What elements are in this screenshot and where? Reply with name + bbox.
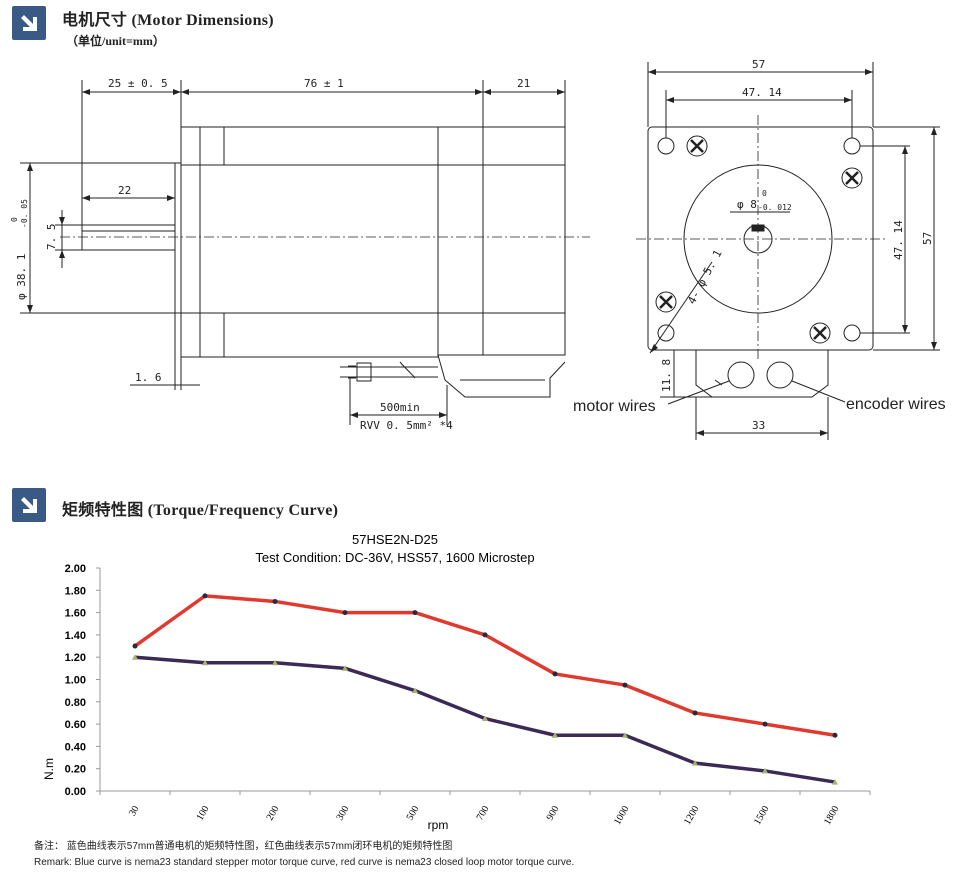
- dim-cable-spec: RVV 0. 5mm² *4: [360, 419, 453, 432]
- data-point: [272, 598, 278, 604]
- x-tick-label: 1000: [612, 804, 632, 827]
- chart-subtitle: Test Condition: DC-36V, HSS57, 1600 Micr…: [255, 550, 534, 565]
- y-tick-label: 2.00: [65, 563, 86, 575]
- arrow-down-right-icon: [12, 488, 46, 522]
- data-point: [622, 682, 628, 688]
- x-tick-label: 100: [195, 804, 212, 822]
- data-point: [202, 659, 208, 666]
- y-tick-label: 0.00: [65, 786, 86, 798]
- dim-cable-length: 500min: [380, 401, 420, 414]
- dim-shaft-tol-top: 0: [762, 189, 767, 198]
- dim-flange-thickness: 1. 6: [135, 371, 162, 384]
- dim-boss-tol-bottom: -0. 05: [20, 199, 29, 228]
- dim-hole-pitch: 47. 14: [742, 86, 782, 99]
- x-tick-label: 1200: [682, 804, 702, 827]
- x-axis-label: rpm: [428, 818, 449, 832]
- encoder-wires-label: encoder wires: [846, 396, 946, 413]
- data-point: [272, 659, 278, 666]
- arrow-down-right-icon: [12, 6, 46, 40]
- dim-encoder-length: 21: [517, 77, 530, 90]
- dim-side-pitch: 47. 14: [892, 220, 905, 260]
- dim-shaft-diameter: φ 8: [737, 198, 757, 211]
- x-tick-label: 500: [405, 804, 422, 822]
- data-point: [342, 610, 348, 616]
- data-point: [482, 715, 488, 722]
- motor-drawing: 25 ± 0. 5 76 ± 1 21 22 1. 6 500min RVV 0…: [10, 58, 946, 440]
- data-point: [342, 665, 348, 671]
- x-tick-label: 200: [265, 804, 282, 822]
- data-point: [202, 593, 208, 599]
- x-tick-label: 30: [127, 804, 142, 818]
- y-tick-label: 1.40: [65, 630, 86, 642]
- y-tick-label: 1.80: [65, 585, 86, 597]
- note-english: Remark: Blue curve is nema23 standard st…: [34, 857, 575, 868]
- y-tick-label: 0.40: [65, 741, 86, 753]
- dim-box-height: 11. 8: [660, 359, 673, 392]
- data-point: [552, 671, 558, 677]
- chart-notes: 备注： 蓝色曲线表示57mm普通电机的矩频特性图，红色曲线表示57mm闭环电机的…: [34, 838, 574, 872]
- data-point: [762, 767, 768, 774]
- motor-wires-label: motor wires: [573, 398, 656, 415]
- dim-side-width: 57: [921, 232, 934, 245]
- dim-body-length: 76 ± 1: [304, 77, 344, 90]
- dim-boss-tol-top: 0: [10, 217, 19, 222]
- data-point: [762, 721, 768, 727]
- y-axis-label: N.m: [42, 758, 56, 780]
- dim-width: 57: [752, 58, 765, 71]
- y-tick-label: 0.80: [65, 697, 86, 709]
- dim-boss-diameter: φ 38. 1: [15, 254, 28, 300]
- data-point: [832, 779, 838, 785]
- y-tick-label: 1.00: [65, 675, 86, 687]
- torque-title: 矩频特性图 (Torque/Frequency Curve): [62, 502, 339, 519]
- dim-shaft-flat: 22: [118, 184, 131, 197]
- data-point: [132, 654, 138, 660]
- data-point: [832, 732, 838, 738]
- dimensions-subtitle: （单位/unit=mm）: [66, 34, 165, 48]
- y-tick-label: 0.20: [65, 764, 86, 776]
- dim-shaft-length: 25 ± 0. 5: [108, 77, 168, 90]
- data-point: [692, 760, 698, 766]
- dim-mounting-holes: 4- φ 5. 1: [685, 248, 724, 307]
- data-point: [412, 610, 418, 616]
- data-point: [132, 643, 138, 649]
- dim-flat-height: 7. 5: [45, 224, 58, 251]
- y-tick-label: 0.60: [65, 719, 86, 731]
- torque-header: 矩频特性图 (Torque/Frequency Curve): [12, 488, 338, 522]
- x-tick-label: 900: [545, 804, 562, 822]
- data-point: [622, 732, 628, 738]
- data-point: [412, 687, 418, 694]
- dim-shaft-tol-bottom: -0. 012: [758, 203, 792, 212]
- x-tick-label: 300: [335, 804, 352, 822]
- note-chinese: 备注： 蓝色曲线表示57mm普通电机的矩频特性图，红色曲线表示57mm闭环电机的…: [34, 841, 453, 852]
- torque-chart: 57HSE2N-D25 Test Condition: DC-36V, HSS5…: [42, 532, 871, 832]
- data-point: [692, 710, 698, 716]
- x-tick-label: 700: [475, 804, 492, 822]
- x-tick-label: 1800: [822, 804, 842, 827]
- dimensions-title: 电机尺寸 (Motor Dimensions): [62, 12, 274, 29]
- series-line: [133, 594, 836, 737]
- chart-title: 57HSE2N-D25: [352, 532, 438, 547]
- dim-box-width: 33: [752, 419, 765, 432]
- data-point: [482, 632, 488, 638]
- dimensions-header: 电机尺寸 (Motor Dimensions) （单位/unit=mm）: [12, 6, 274, 49]
- data-point: [552, 732, 558, 738]
- y-tick-label: 1.20: [65, 652, 86, 664]
- y-tick-label: 1.60: [65, 608, 86, 620]
- x-tick-label: 1500: [752, 804, 772, 827]
